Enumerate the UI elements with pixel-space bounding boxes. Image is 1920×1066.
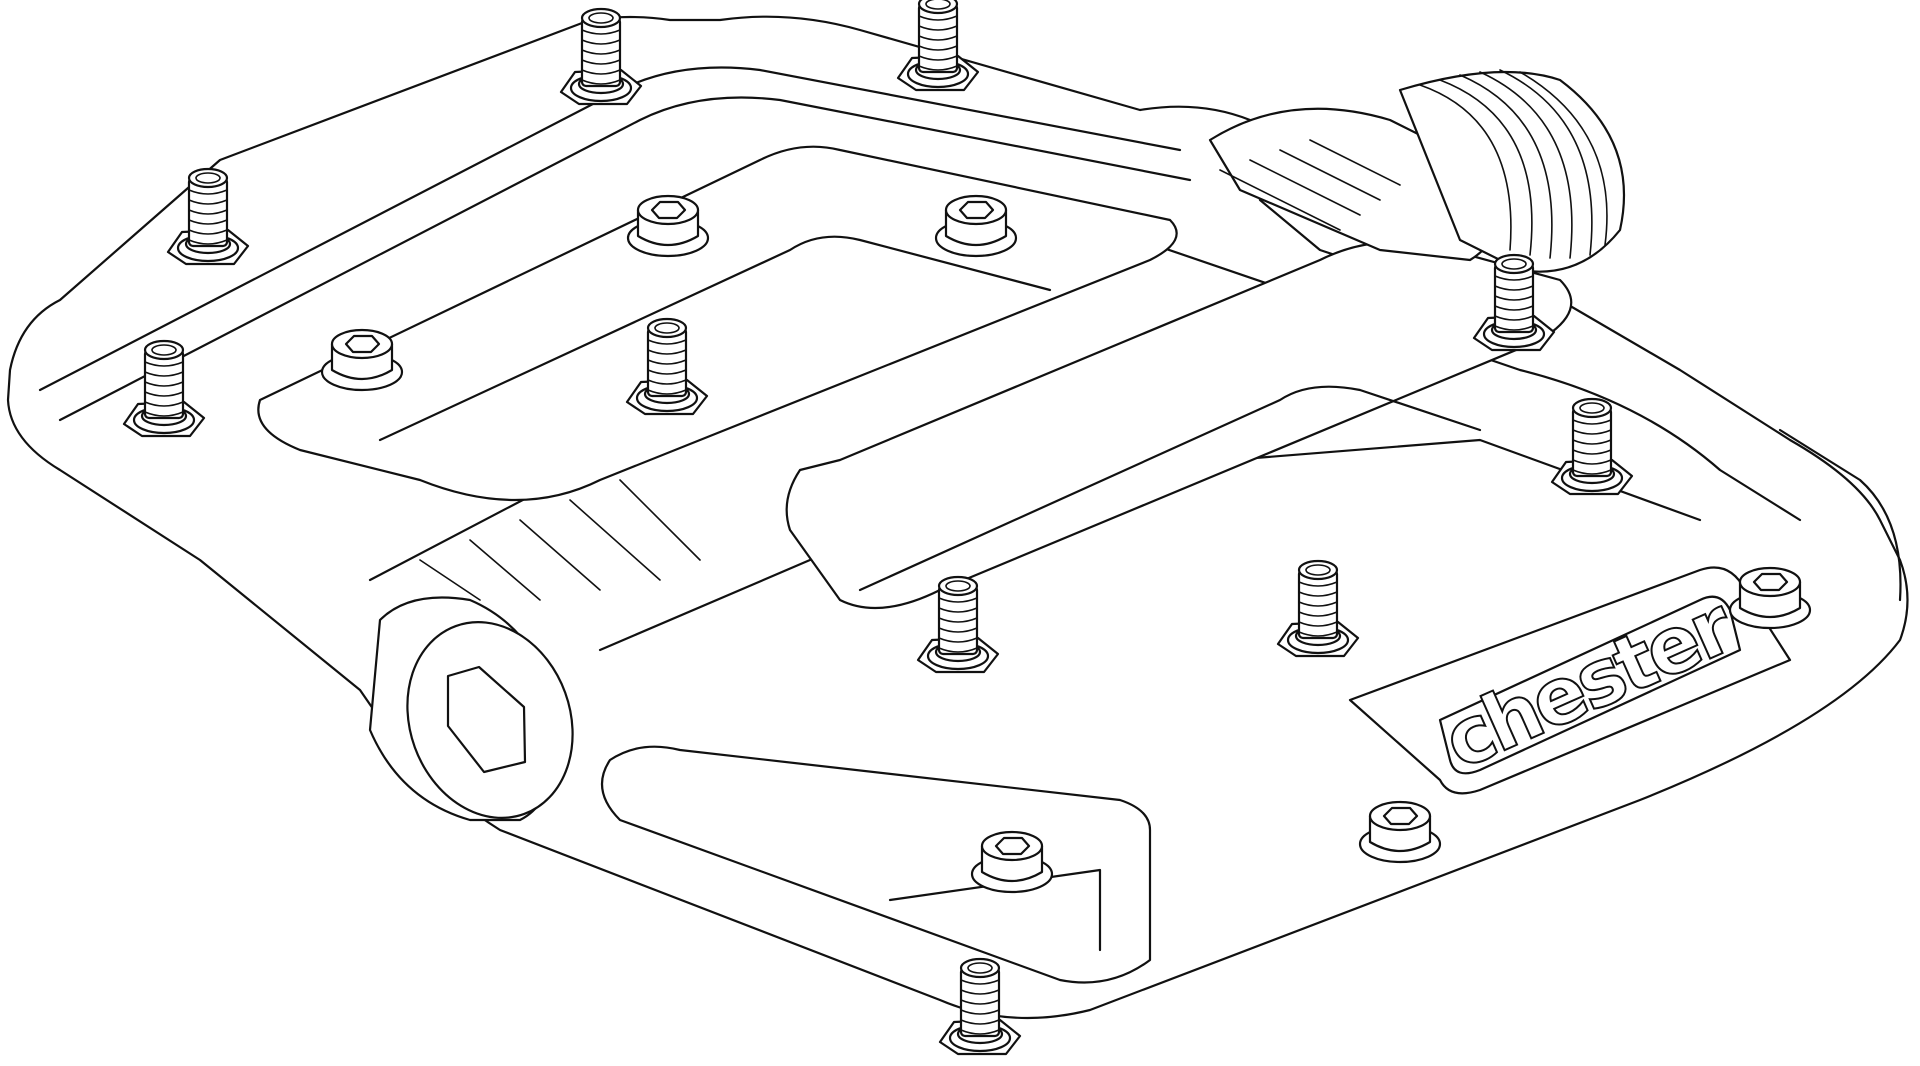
axle	[1208, 69, 1626, 273]
hex-socket-end	[368, 596, 574, 822]
side-pocket	[600, 745, 1152, 984]
socket-bolt	[1728, 566, 1812, 630]
socket-bolt	[1358, 800, 1442, 864]
tread-ribs	[419, 479, 701, 601]
socket-bolt	[320, 328, 404, 392]
socket-bolt	[626, 194, 710, 258]
hex-socket-icon	[446, 665, 527, 774]
socket-bolt	[970, 830, 1054, 894]
socket-bolt	[934, 194, 1018, 258]
